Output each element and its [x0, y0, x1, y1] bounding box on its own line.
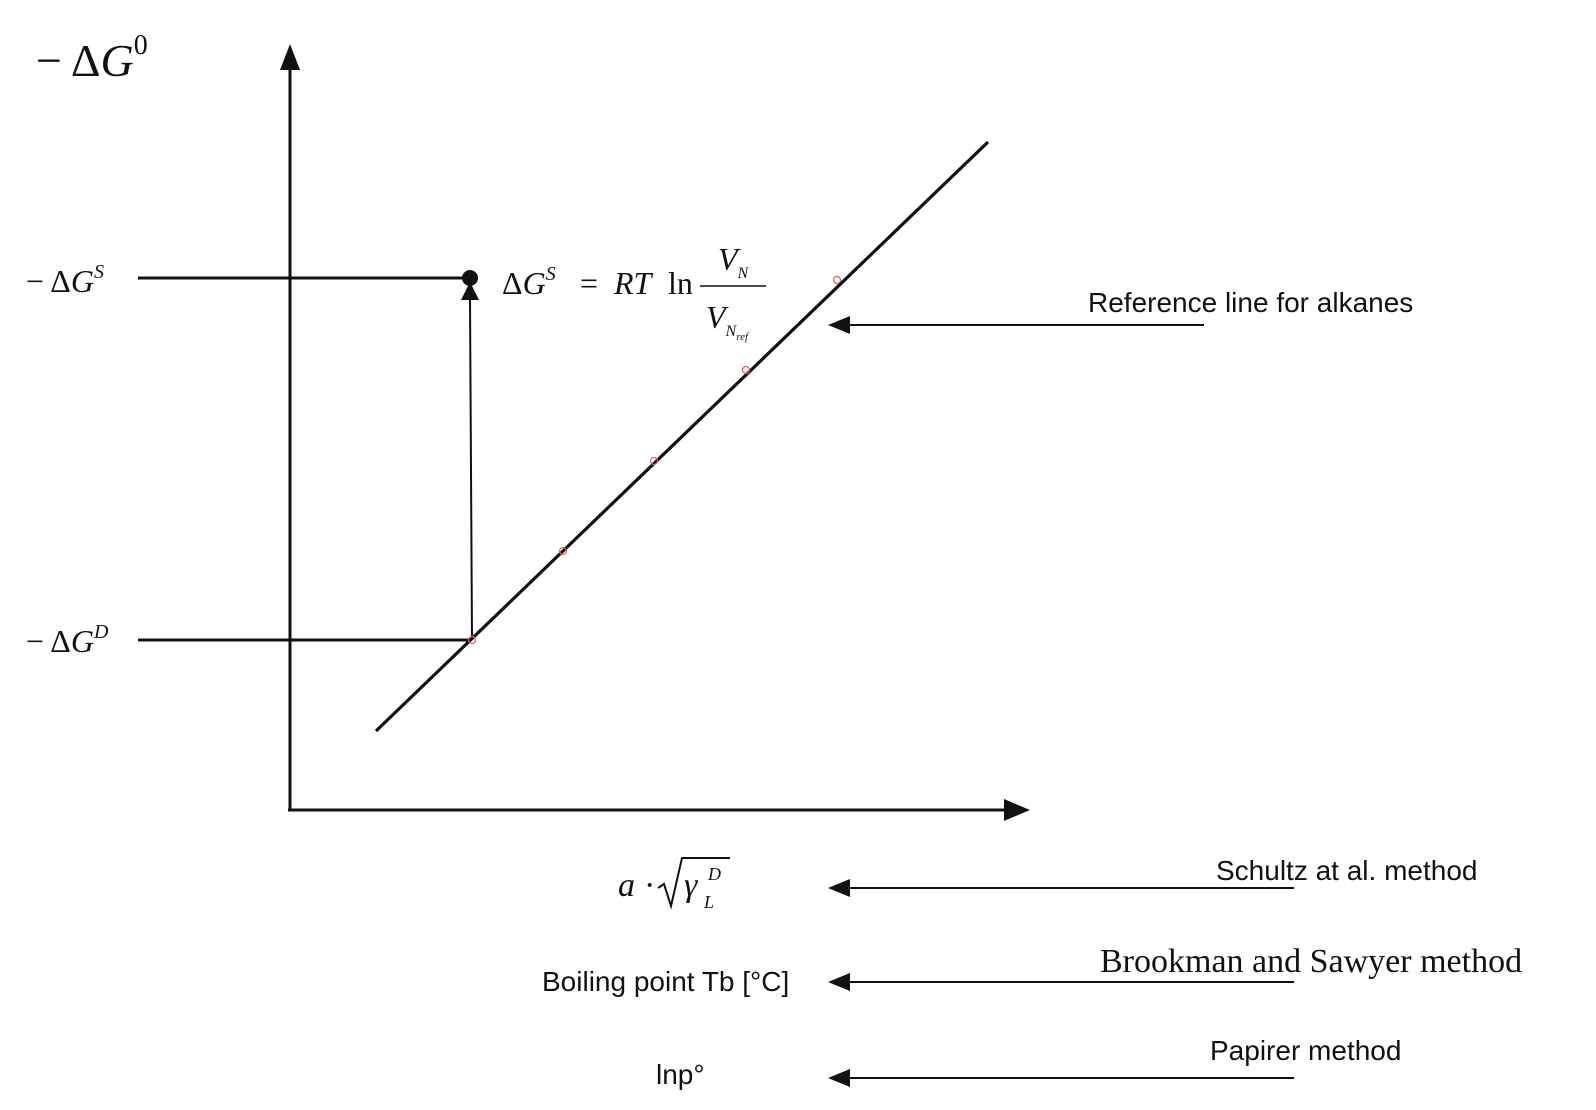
alkane-point [649, 456, 659, 466]
method-brookman: Brookman and Sawyer method [1100, 943, 1522, 980]
papirer-pointer-head [828, 1069, 850, 1087]
free-energy-equation: ΔGS = RT ln VN VNref [502, 241, 766, 343]
x-label-papirer: lnp° [656, 1059, 705, 1090]
y-axis-label: − ΔG0 [36, 30, 148, 86]
reference-line-label: Reference line for alkanes [1088, 287, 1413, 318]
alkane-point [832, 275, 842, 285]
svg-text:ln: ln [668, 265, 693, 301]
level-d-label: − ΔGD [26, 621, 109, 659]
svg-text:·: · [644, 867, 655, 904]
svg-text:a: a [618, 867, 635, 904]
alkane-point [467, 635, 477, 645]
method-schultz: Schultz at al. method [1216, 855, 1477, 886]
reference-line [374, 140, 990, 733]
level-s-label: − ΔGS [26, 261, 104, 299]
alkane-point [558, 546, 568, 556]
y-axis-arrowhead [280, 44, 300, 70]
schultz-pointer-head [828, 879, 850, 897]
specific-interaction-arrowhead [461, 282, 479, 300]
svg-text:ΔGS: ΔGS [502, 263, 556, 301]
x-axis-arrowhead [1004, 799, 1030, 821]
specific-point [462, 270, 478, 286]
alkane-point [741, 365, 751, 375]
svg-text:L: L [703, 892, 714, 912]
svg-text:=: = [580, 265, 598, 301]
reference-line-pointer-head [828, 316, 850, 334]
x-label-schultz: a · γ L D [618, 857, 730, 912]
svg-text:RT: RT [613, 265, 654, 301]
svg-text:VNref: VNref [706, 299, 750, 343]
svg-text:VN: VN [718, 241, 750, 282]
method-papirer: Papirer method [1210, 1035, 1401, 1066]
svg-text:D: D [707, 864, 721, 884]
specific-interaction-arrow [469, 299, 473, 641]
x-label-brookman: Boiling point Tb [°C] [542, 966, 789, 997]
svg-text:γ: γ [684, 867, 699, 904]
brookman-pointer-head [828, 973, 850, 991]
sqrt-sign [657, 857, 730, 910]
